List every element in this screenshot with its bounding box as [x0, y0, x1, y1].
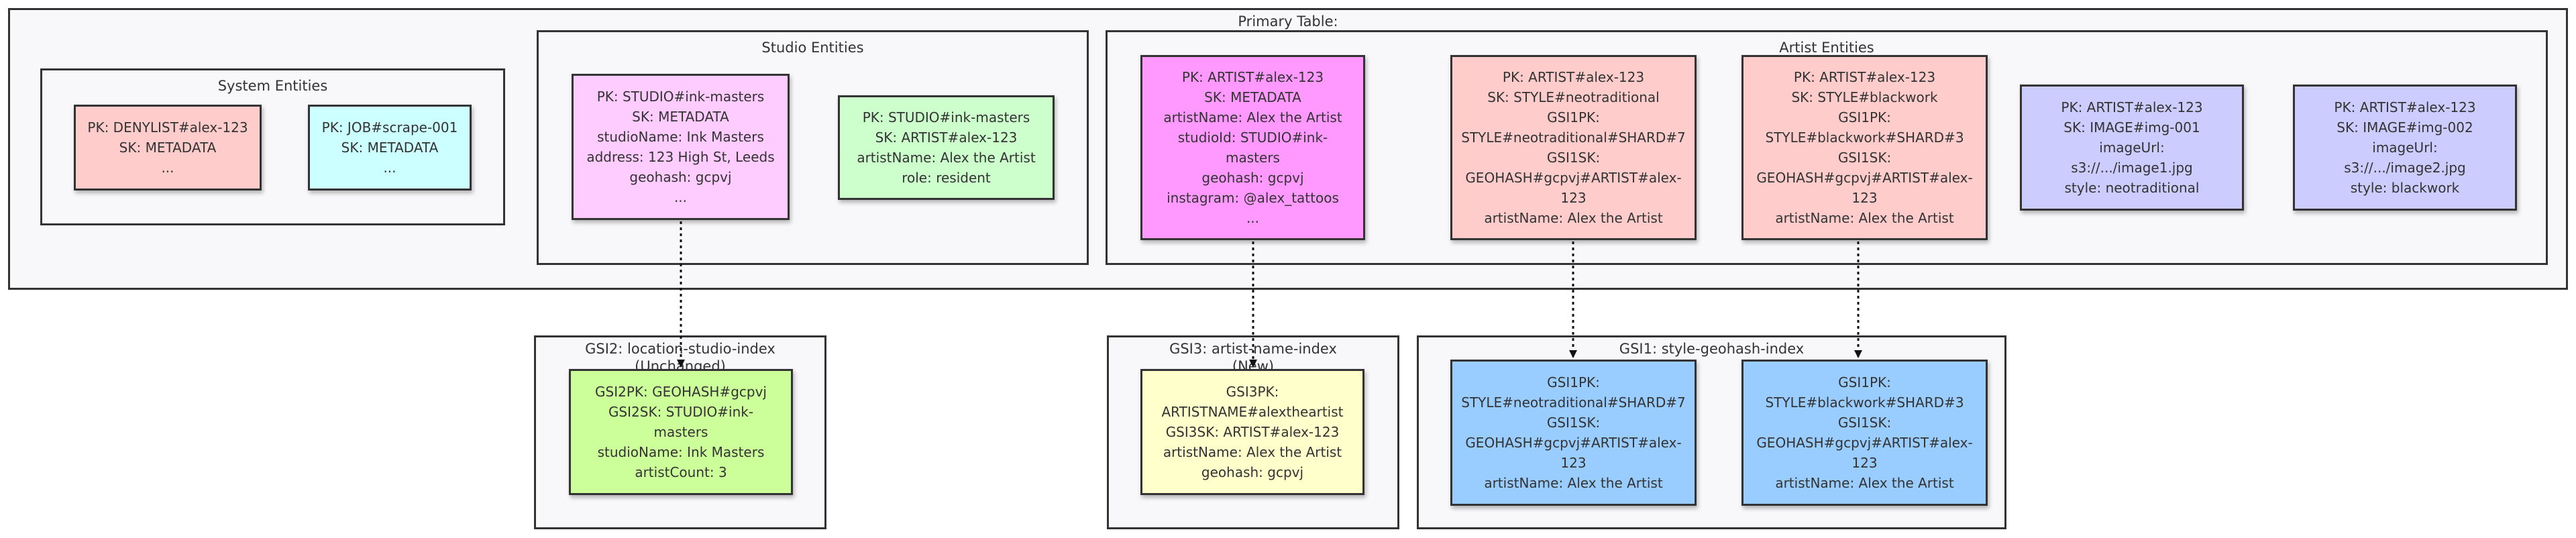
system-entities-title: System Entities	[217, 78, 328, 94]
primary-table-title: Primary Table:	[1238, 13, 1338, 30]
artist-style-neotraditional-node: PK: ARTIST#alex-123 SK: STYLE#neotraditi…	[1450, 55, 1697, 240]
gsi1-neotraditional-node: GSI1PK: STYLE#neotraditional#SHARD#7 GSI…	[1450, 360, 1697, 506]
studio-metadata-node: PK: STUDIO#ink-masters SK: METADATA stud…	[572, 74, 790, 220]
studio-artist-node: PK: STUDIO#ink-masters SK: ARTIST#alex-1…	[838, 95, 1055, 200]
gsi3-title: GSI3: artist-name-index	[1169, 341, 1337, 357]
artist-entities-title: Artist Entities	[1779, 40, 1874, 56]
gsi3-item-node: GSI3PK: ARTISTNAME#alextheartist GSI3SK:…	[1140, 369, 1364, 495]
gsi2-item-node: GSI2PK: GEOHASH#gcpvj GSI2SK: STUDIO#ink…	[569, 369, 793, 495]
artist-image-1-node: PK: ARTIST#alex-123 SK: IMAGE#img-001 im…	[2020, 85, 2244, 211]
artist-metadata-node: PK: ARTIST#alex-123 SK: METADATA artistN…	[1140, 55, 1365, 240]
artist-image-2-node: PK: ARTIST#alex-123 SK: IMAGE#img-002 im…	[2293, 85, 2517, 211]
denylist-node: PK: DENYLIST#alex-123 SK: METADATA ...	[74, 105, 262, 191]
studio-entities-title: Studio Entities	[761, 40, 864, 56]
gsi1-title: GSI1: style-geohash-index	[1619, 341, 1805, 357]
job-node: PK: JOB#scrape-001 SK: METADATA ...	[308, 105, 472, 191]
artist-style-blackwork-node: PK: ARTIST#alex-123 SK: STYLE#blackwork …	[1741, 55, 1988, 240]
gsi1-blackwork-node: GSI1PK: STYLE#blackwork#SHARD#3 GSI1SK: …	[1741, 360, 1988, 506]
